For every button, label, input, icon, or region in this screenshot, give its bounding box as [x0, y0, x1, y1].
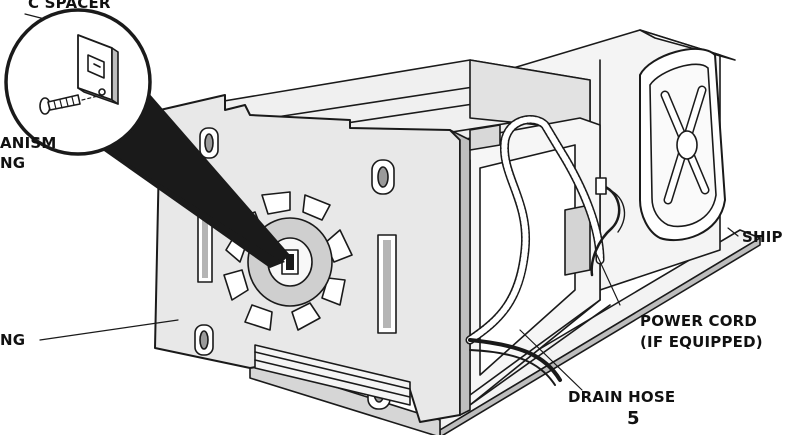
drain-hose — [465, 115, 605, 386]
screw — [39, 94, 81, 115]
label-power-cord-line1: POWER CORD — [640, 312, 758, 330]
detail-inset — [4, 8, 152, 156]
label-drain-hose: DRAIN HOSE — [568, 388, 676, 406]
label-power-cord-line2: (IF EQUIPPED) — [640, 333, 763, 351]
page-number: 5 — [627, 408, 640, 429]
label-spacer: C SPACER — [28, 0, 111, 12]
power-cord — [590, 177, 626, 277]
label-shipping: SHIP — [742, 228, 783, 246]
label-mechanism-line2: NG — [0, 154, 26, 172]
label-housing: NG — [0, 331, 26, 349]
label-mechanism-line1: ANISM — [0, 134, 57, 152]
fan-guard — [639, 47, 726, 242]
